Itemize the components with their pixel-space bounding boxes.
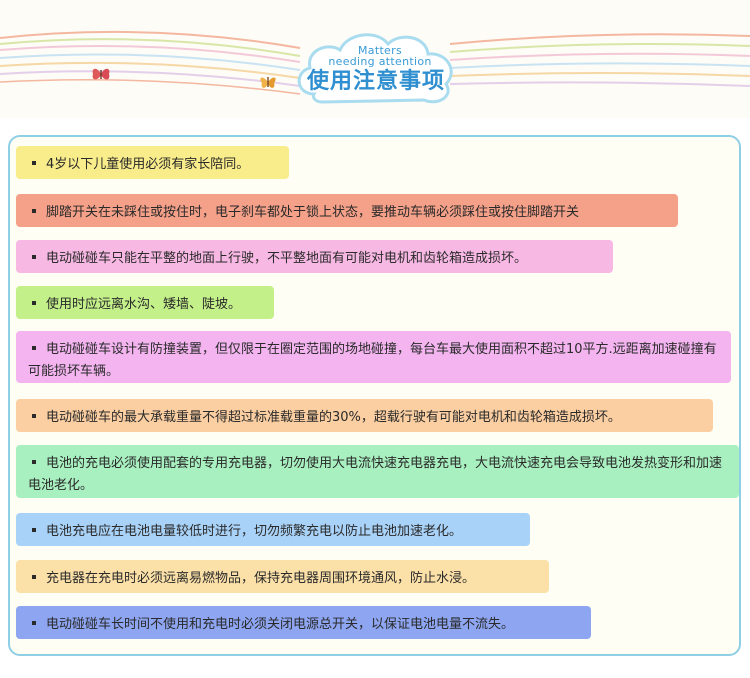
notice-item: 4岁以下儿童使用必须有家长陪同。 bbox=[16, 146, 289, 179]
bullet-icon bbox=[32, 254, 36, 259]
notice-text: 电池的充电必须使用配套的专用充电器，切勿使用大电流快速充电器充电，大电流快速充电… bbox=[28, 456, 723, 493]
bullet-icon bbox=[32, 345, 36, 350]
notice-text: 电动碰碰车的最大承载重量不得超过标准载重量的30%，超载行驶有可能对电机和齿轮箱… bbox=[46, 410, 621, 425]
bullet-icon bbox=[32, 620, 36, 625]
notice-item: 电动碰碰车的最大承载重量不得超过标准载重量的30%，超载行驶有可能对电机和齿轮箱… bbox=[16, 399, 713, 432]
notice-item: 使用时应远离水沟、矮墙、陡坡。 bbox=[16, 286, 274, 319]
notice-text: 脚踏开关在未踩住或按住时，电子刹车都处于锁上状态，要推动车辆必须踩住或按住脚踏开… bbox=[46, 205, 580, 220]
notice-item: 充电器在充电时必须远离易燃物品，保持充电器周围环境通风，防止水浸。 bbox=[16, 560, 549, 593]
bullet-icon bbox=[32, 574, 36, 579]
notice-text: 电动碰碰车长时间不使用和充电时必须关闭电源总开关，以保证电池电量不流失。 bbox=[46, 617, 515, 632]
bullet-icon bbox=[32, 160, 36, 165]
page-title: 使用注意事项 bbox=[306, 69, 445, 94]
notice-text: 4岁以下儿童使用必须有家长陪同。 bbox=[46, 157, 250, 172]
notice-text: 电动碰碰车只能在平整的地面上行驶，不平整地面有可能对电机和齿轮箱造成损坏。 bbox=[46, 251, 528, 266]
decorative-stripes bbox=[0, 30, 750, 95]
subtitle-line2: needing attention bbox=[328, 55, 432, 68]
subtitle-line1: Matters bbox=[358, 44, 402, 57]
notice-item: 脚踏开关在未踩住或按住时，电子刹车都处于锁上状态，要推动车辆必须踩住或按住脚踏开… bbox=[16, 194, 678, 227]
notice-text: 电池充电应在电池电量较低时进行，切勿频繁充电以防止电池加速老化。 bbox=[46, 524, 463, 539]
bullet-icon bbox=[32, 527, 36, 532]
bullet-icon bbox=[32, 208, 36, 213]
bullet-icon bbox=[32, 413, 36, 418]
notice-item: 电池充电应在电池电量较低时进行，切勿频繁充电以防止电池加速老化。 bbox=[16, 513, 530, 546]
notice-item: 电动碰碰车长时间不使用和充电时必须关闭电源总开关，以保证电池电量不流失。 bbox=[16, 606, 591, 639]
notice-panel: 4岁以下儿童使用必须有家长陪同。 脚踏开关在未踩住或按住时，电子刹车都处于锁上状… bbox=[8, 135, 741, 656]
notice-item: 电动碰碰车设计有防撞装置，但仅限于在圈定范围的场地碰撞，每台车最大使用面积不超过… bbox=[16, 331, 731, 383]
notice-item: 电池的充电必须使用配套的专用充电器，切勿使用大电流快速充电器充电，大电流快速充电… bbox=[16, 445, 739, 498]
notice-item: 电动碰碰车只能在平整的地面上行驶，不平整地面有可能对电机和齿轮箱造成损坏。 bbox=[16, 240, 613, 273]
notice-text: 充电器在充电时必须远离易燃物品，保持充电器周围环境通风，防止水浸。 bbox=[46, 571, 476, 586]
notice-text: 电动碰碰车设计有防撞装置，但仅限于在圈定范围的场地碰撞，每台车最大使用面积不超过… bbox=[28, 342, 717, 379]
header-banner: Matters needing attention 使用注意事项 bbox=[0, 0, 750, 118]
bullet-icon bbox=[32, 459, 36, 464]
notice-text: 使用时应远离水沟、矮墙、陡坡。 bbox=[46, 297, 242, 312]
bullet-icon bbox=[32, 300, 36, 305]
title-cloud: Matters needing attention 使用注意事项 bbox=[292, 24, 460, 108]
